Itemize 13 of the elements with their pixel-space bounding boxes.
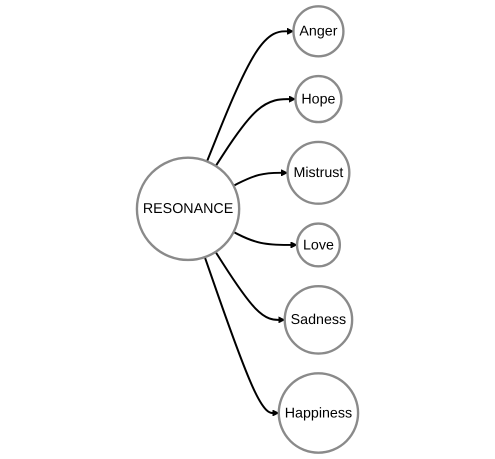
node-circle: Anger [292, 5, 345, 58]
arrow [214, 96, 296, 166]
node-circle: RESONANCE [136, 156, 240, 262]
arrow [233, 169, 288, 187]
arrow [204, 256, 280, 416]
node-circle: Happiness [278, 372, 360, 454]
arrow [233, 231, 298, 248]
arrow [206, 28, 294, 162]
arrow [214, 251, 286, 324]
node-circle: Hope [294, 74, 343, 124]
node-circle: Sadness [284, 284, 354, 355]
node-circle: Mistrust [286, 140, 351, 205]
node-circle: Love [296, 222, 342, 268]
